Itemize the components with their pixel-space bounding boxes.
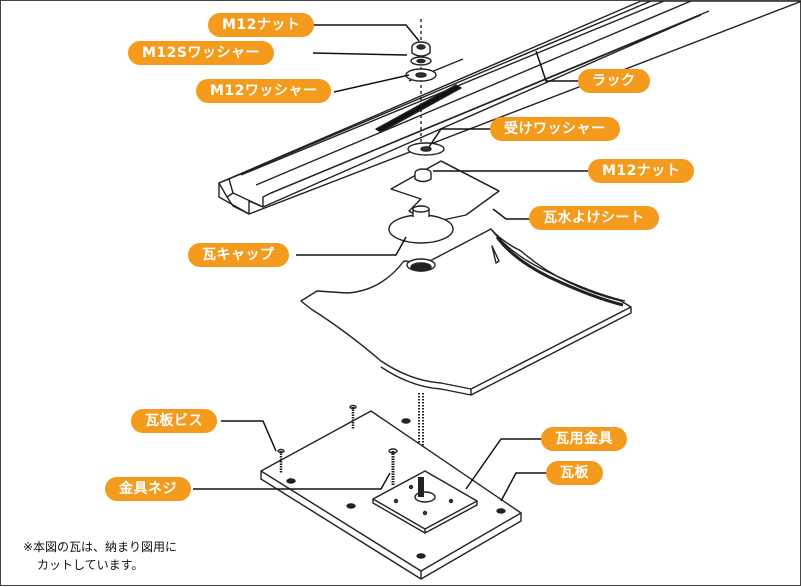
label-m12-washer: M12ワッシャー bbox=[196, 79, 332, 103]
rack-rail bbox=[218, 1, 801, 215]
label-m12-nut-mid: M12ナット bbox=[588, 159, 695, 183]
label-tile-board: 瓦板 bbox=[546, 461, 603, 485]
bracket-screw bbox=[388, 448, 398, 485]
leader-lines bbox=[193, 24, 591, 502]
footnote-line-2: カットしています。 bbox=[37, 558, 144, 572]
m12s-washer bbox=[410, 56, 432, 66]
receive-washer bbox=[407, 142, 445, 156]
footnote-line-1: ※本図の瓦は、納まり図用に bbox=[23, 540, 178, 554]
label-receive-washer: 受けワッシャー bbox=[490, 117, 620, 141]
label-tile-board-screw: 瓦板ビス bbox=[131, 409, 217, 433]
label-m12-nut-top: M12ナット bbox=[208, 13, 315, 37]
label-m12s-washer: M12Sワッシャー bbox=[128, 41, 274, 65]
tile-board-screw-2 bbox=[277, 448, 285, 473]
label-waterproof-sheet: 瓦水よけシート bbox=[529, 206, 659, 230]
roof-tile bbox=[300, 228, 632, 396]
label-tile-cap: 瓦キャップ bbox=[188, 243, 289, 267]
tile-bracket bbox=[372, 470, 478, 534]
label-rack: ラック bbox=[578, 69, 650, 93]
footnote: ※本図の瓦は、納まり図用に カットしています。 bbox=[23, 538, 177, 574]
label-bracket-screw: 金具ネジ bbox=[105, 477, 191, 501]
tile-cap bbox=[388, 205, 454, 244]
m12-nut-top bbox=[411, 41, 431, 57]
m12-washer bbox=[405, 68, 437, 82]
label-tile-bracket: 瓦用金具 bbox=[541, 427, 627, 451]
m12-nut-mid bbox=[414, 168, 432, 183]
tile-board-screw-1 bbox=[349, 404, 357, 429]
